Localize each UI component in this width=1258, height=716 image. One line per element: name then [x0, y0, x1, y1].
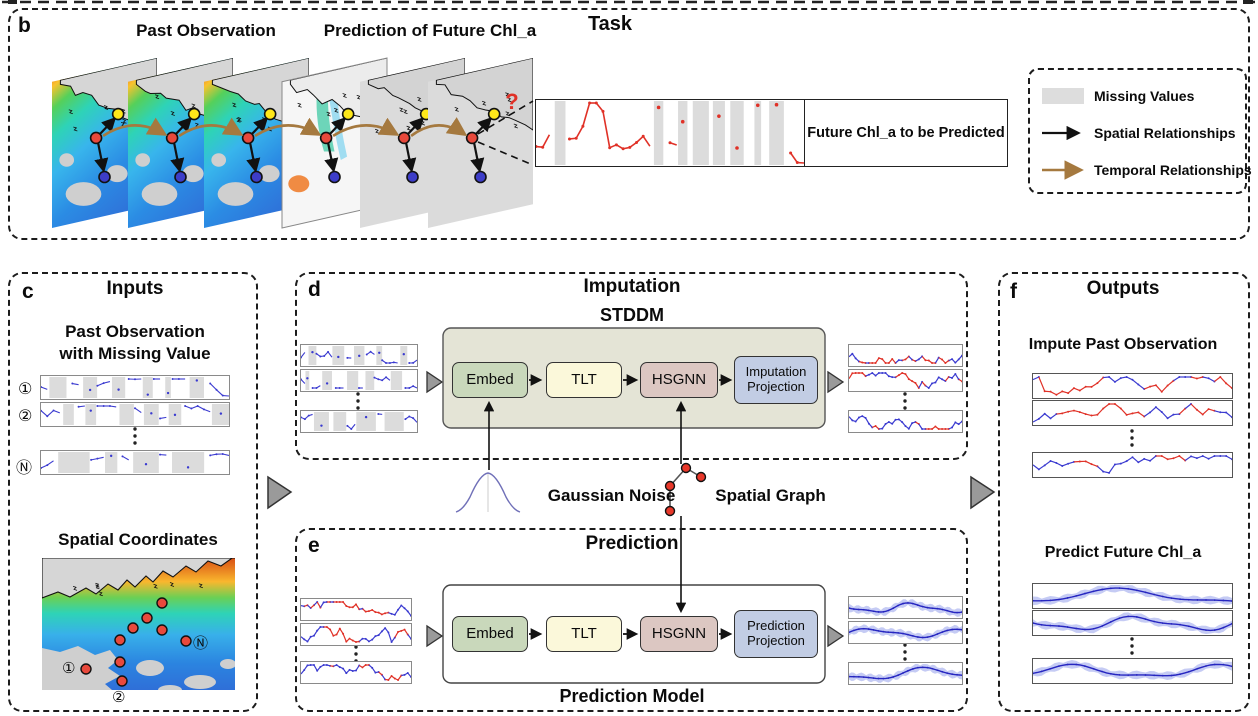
- map-point-label-1: ①: [62, 660, 76, 677]
- impute-past-observation-title: Impute Past Observation: [1028, 336, 1218, 353]
- embed-block-imputation: Embed: [452, 362, 528, 398]
- tlt-block-imputation: TLT: [546, 362, 622, 398]
- prediction-title: Prediction: [585, 533, 679, 554]
- row-label-2: ②: [18, 408, 33, 425]
- prediction-input-series-n: [300, 661, 412, 684]
- imputation-input-series-n: [300, 410, 418, 433]
- svg-text:?: ?: [505, 89, 518, 114]
- panel-inputs: [8, 272, 258, 712]
- prediction-input-series-2: [300, 623, 412, 646]
- panel-outputs-tag: f: [1010, 280, 1017, 303]
- past-obs-missing-line1: Past Observation: [65, 322, 205, 341]
- spatial-graph-label: Spatial Graph: [715, 486, 826, 505]
- future-chla-box: Future Chl_a to be Predicted: [804, 99, 1008, 167]
- predicted-chla-series-1: [1032, 583, 1233, 609]
- input-series-2: [40, 402, 230, 427]
- imputation-input-series-1: [300, 344, 418, 367]
- spatial-coordinates-title: Spatial Coordinates: [58, 530, 218, 549]
- predict-future-chla-title: Predict Future Chl_a: [1044, 544, 1202, 561]
- imputed-observation-series-1: [1032, 373, 1233, 399]
- imputation-title: Imputation: [583, 276, 681, 297]
- inputs-title: Inputs: [106, 278, 164, 299]
- prediction-of-future-title: Prediction of Future Chl_a: [323, 21, 537, 40]
- outputs-title: Outputs: [1086, 278, 1160, 299]
- timeseries-with-missing-values: [535, 99, 805, 167]
- past-observation-title: Past Observation: [136, 21, 276, 40]
- stddm-label: STDDM: [600, 305, 664, 325]
- prediction-model-caption: Prediction Model: [559, 686, 705, 706]
- input-series-n: [40, 450, 230, 475]
- panel-inputs-tag: c: [22, 280, 34, 303]
- prediction-output-series-n: [848, 662, 963, 685]
- legend-missing-label: Missing Values: [1094, 88, 1195, 104]
- panel-prediction: [295, 528, 968, 712]
- imputation-projection-block: Imputation Projection: [734, 356, 818, 404]
- panel-task-tag: b: [18, 14, 31, 37]
- row-label-n: Ⓝ: [16, 460, 33, 477]
- embed-block-prediction: Embed: [452, 616, 528, 652]
- panel-imputation: [295, 272, 968, 460]
- imputation-output-series-2: [848, 369, 963, 392]
- missing-values-swatch: [1042, 88, 1084, 104]
- past-obs-missing-line2: with Missing Value: [59, 344, 211, 363]
- predicted-chla-series-2: [1032, 610, 1233, 636]
- imputed-observation-series-2: [1032, 400, 1233, 426]
- prediction-output-series-1: [848, 596, 963, 619]
- legend-box: [1028, 68, 1247, 194]
- hsgnn-block-imputation: HSGNN: [640, 362, 718, 398]
- prediction-output-series-2: [848, 621, 963, 644]
- imputation-output-series-n: [848, 410, 963, 433]
- imputation-output-series-1: [848, 344, 963, 367]
- input-series-1: [40, 375, 230, 400]
- row-label-1: ①: [18, 381, 33, 398]
- prediction-input-series-1: [300, 598, 412, 621]
- panel-outputs: [998, 272, 1250, 712]
- task-title: Task: [587, 13, 633, 35]
- panel-imputation-tag: d: [308, 278, 321, 301]
- panel-prediction-tag: e: [308, 534, 320, 557]
- future-chla-label: Future Chl_a to be Predicted: [807, 125, 1005, 141]
- gaussian-noise-label: Gaussian Noise: [547, 486, 676, 505]
- imputed-observation-series-n: [1032, 452, 1233, 478]
- hsgnn-block-prediction: HSGNN: [640, 616, 718, 652]
- imputation-input-series-2: [300, 369, 418, 392]
- map-point-label-2: ②: [112, 689, 126, 706]
- predicted-chla-series-n: [1032, 658, 1233, 684]
- prediction-projection-block: Prediction Projection: [734, 610, 818, 658]
- tlt-block-prediction: TLT: [546, 616, 622, 652]
- legend-spatial-label: Spatial Relationships: [1094, 125, 1236, 141]
- legend-temporal-label: Temporal Relationships: [1094, 162, 1252, 178]
- map-point-label-n: Ⓝ: [193, 635, 209, 652]
- panel-task: [8, 8, 1250, 240]
